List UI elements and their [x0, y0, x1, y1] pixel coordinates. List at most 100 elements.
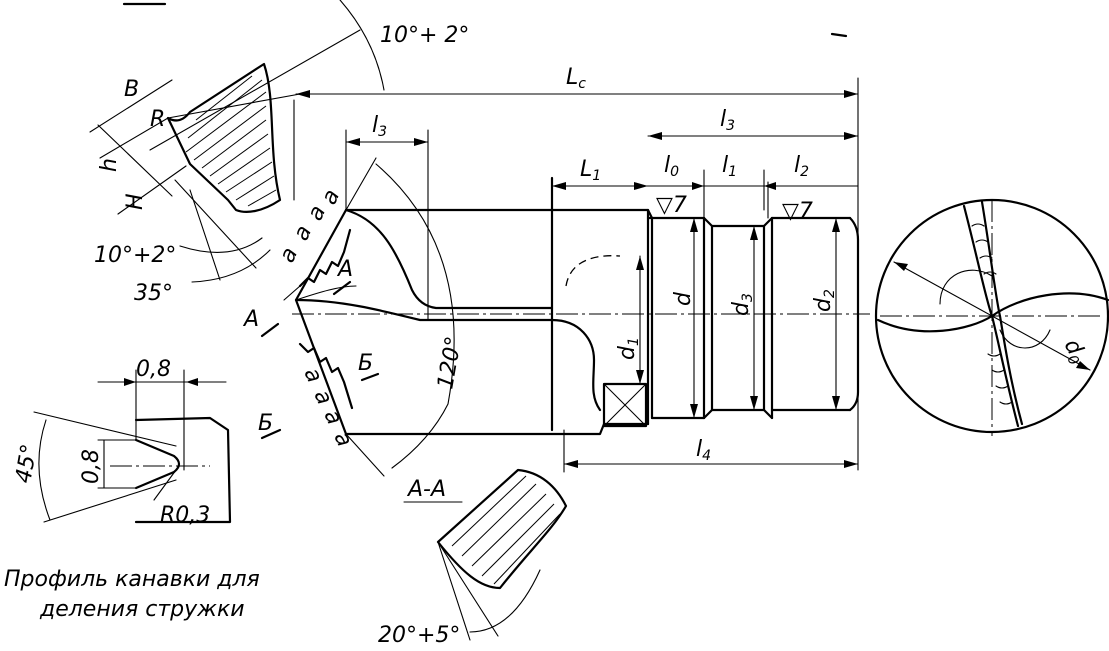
svg-text:a: a — [317, 186, 345, 209]
groove-block-outline — [134, 416, 232, 524]
svg-text:a: a — [303, 202, 331, 225]
wedge-outline — [166, 62, 282, 213]
lip-left — [876, 314, 994, 333]
lip-right — [990, 292, 1109, 318]
dim-h-line — [99, 117, 169, 159]
dim-08-side-label: 0,8 — [79, 449, 104, 484]
wedge-hatching — [185, 75, 277, 207]
flute-left — [939, 269, 993, 305]
section-mark-A — [260, 322, 280, 338]
groove-top — [702, 216, 774, 228]
dim-B-line — [89, 79, 173, 133]
roughness-mark-1: ▽7 — [656, 193, 687, 218]
section-AA — [403, 468, 568, 641]
section-mark-A2 — [332, 280, 352, 296]
svg-text:a: a — [275, 244, 303, 267]
angle-35: 35° — [134, 281, 173, 306]
angle-120: 120° — [433, 335, 467, 392]
label-A-section: A — [336, 257, 353, 282]
groove-profile-detail — [33, 369, 232, 524]
label-B: B — [124, 77, 139, 102]
svg-text:a: a — [329, 428, 357, 451]
arc-10-top — [339, 0, 385, 91]
label-l3-top: l3 — [720, 107, 735, 134]
angle-45: 45° — [11, 442, 42, 485]
chip-groove-marks — [971, 223, 1013, 405]
dim-08-top-label: 0,8 — [136, 357, 171, 382]
section-mark-B — [360, 372, 380, 382]
arc-35 — [191, 249, 271, 283]
svg-text:a: a — [309, 386, 337, 409]
caption-line-2: деления стружки — [39, 597, 245, 622]
flute-upper — [344, 208, 554, 310]
section-AA-title: A-A — [406, 477, 446, 502]
label-l4: l4 — [696, 437, 711, 464]
caption-line-1: Профиль канавки для — [4, 567, 260, 592]
arc-10-left — [179, 237, 263, 253]
label-d2: d2 — [811, 289, 838, 312]
label-d1: d1 — [615, 337, 642, 360]
ext-120-top — [345, 157, 377, 211]
arc-20 — [469, 569, 541, 633]
label-l1: l1 — [722, 153, 737, 180]
ext-45-bottom — [43, 479, 177, 523]
label-B-upper: Б — [358, 351, 373, 376]
arc-45 — [38, 419, 51, 521]
edge-dim-labels: a a a a a a a a — [275, 186, 357, 451]
roughness-mark-2: ▽7 — [782, 199, 813, 224]
flute-right — [999, 329, 1051, 349]
ext-120-bottom — [345, 433, 385, 477]
label-B-lower: Б — [258, 411, 273, 436]
section-mark-B2 — [260, 428, 282, 440]
label-d0: d0 — [1057, 335, 1092, 368]
drill-side-view — [260, 77, 870, 477]
angle-10-top: 10°+ 2° — [380, 23, 469, 48]
d2-end — [848, 216, 860, 412]
section-AA-ext1 — [437, 541, 499, 637]
chip-grooves-bottom — [298, 342, 354, 410]
ext-45-top — [33, 411, 177, 447]
label-l2: l2 — [794, 153, 809, 180]
flat-square — [602, 382, 648, 428]
cutting-edge-detail — [89, 0, 385, 283]
label-h: h — [97, 158, 122, 172]
dim-H-line — [117, 165, 187, 215]
point-edge — [295, 285, 357, 301]
label-d: d — [671, 291, 696, 306]
body-top-edge — [344, 208, 654, 220]
flute-end — [550, 318, 602, 412]
label-L1: L1 — [580, 157, 601, 184]
label-d3: d3 — [729, 293, 756, 316]
flute-lower — [294, 298, 554, 322]
svg-text:a: a — [299, 364, 327, 387]
rake-ref-line — [149, 29, 361, 151]
radius-leader — [153, 469, 177, 501]
section-AA-outline — [436, 468, 568, 590]
rake-face-line — [167, 93, 301, 119]
clearance-line — [174, 179, 257, 269]
ext-a — [283, 285, 301, 301]
body-bottom-edge — [344, 422, 650, 436]
label-l0: l0 — [664, 153, 679, 180]
label-Lc: Lc — [566, 65, 586, 92]
radius-label: R0,3 — [160, 503, 210, 528]
label-l3-left: l3 — [372, 113, 387, 140]
label-H: H — [123, 193, 148, 210]
arc-120 — [375, 163, 455, 469]
dim-d0 — [893, 261, 1091, 371]
stray-mark — [830, 32, 848, 38]
section-AA-hatching — [451, 475, 561, 585]
angle-20: 20°+5° — [378, 623, 460, 648]
label-A-mark: A — [242, 307, 259, 332]
section-AA-ext2 — [437, 541, 471, 641]
label-R: R — [150, 107, 165, 132]
drill-end-view — [874, 198, 1109, 436]
groove-bottom — [702, 408, 774, 420]
web-line-b — [980, 200, 1024, 426]
angle-10-left: 10°+2° — [94, 243, 176, 268]
clearance-line-2 — [189, 189, 221, 281]
chip-grooves-top — [298, 228, 352, 288]
flute-hidden — [565, 255, 621, 287]
svg-text:a: a — [289, 222, 317, 245]
